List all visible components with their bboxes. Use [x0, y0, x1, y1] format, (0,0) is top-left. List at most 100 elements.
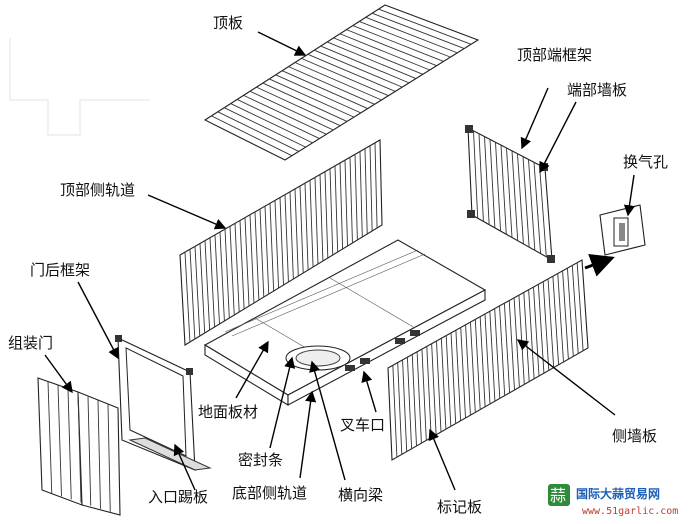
left-side-wall: [179, 139, 383, 346]
side-wall-panel-label: 侧墙板: [612, 427, 657, 445]
end-wall-corrugation: [506, 147, 513, 238]
marking-panel-label: 标记板: [437, 498, 482, 516]
top-side-rail-label: 顶部侧轨道: [60, 181, 135, 199]
side-wall-corrugation: [364, 148, 368, 235]
side-wall-corrugation: [279, 197, 284, 286]
roof-corrugation: [346, 29, 437, 67]
side-wall-corrugation: [314, 177, 319, 265]
roof-corrugation: [217, 111, 299, 152]
side-wall-corrugation: [259, 208, 265, 298]
side-wall-corrugation: [455, 330, 462, 421]
side-wall-corrugation: [499, 305, 506, 396]
watermark: 蒜 国际大蒜贸易网 www.51garlic.com: [548, 484, 678, 517]
side-wall-corrugation: [445, 335, 452, 427]
side-wall-corrugation: [199, 243, 206, 334]
roof-corrugation: [249, 90, 334, 131]
end-wall-corrugation: [500, 145, 507, 235]
door-corrugation: [87, 396, 92, 506]
side-wall-corrugation: [552, 276, 560, 365]
side-wall-corrugation: [397, 362, 403, 455]
side-wall-corrugation: [460, 327, 466, 419]
roof-corrugation: [230, 103, 313, 144]
door-assembly-label: 组装门: [8, 334, 53, 352]
roof-corrugation: [262, 82, 348, 122]
watermark-logo: [548, 484, 570, 506]
vent-hole-label: 换气孔: [623, 153, 668, 171]
side-wall-corrugation: [470, 322, 476, 413]
side-wall-corrugation: [440, 338, 447, 430]
side-wall-corrugation: [269, 203, 275, 292]
end-wall-corrugation: [484, 136, 490, 225]
roof-corrugation: [236, 99, 320, 139]
side-wall-corrugation: [533, 286, 540, 377]
cross-member-label: 横向梁: [338, 486, 383, 504]
end-wall-corrugation: [539, 165, 547, 257]
side-wall-corrugation: [309, 180, 314, 268]
roof-corrugation: [314, 49, 403, 88]
side-wall-corrugation: [264, 206, 270, 295]
side-wall-corrugation: [450, 332, 457, 424]
side-wall-corrugation: [411, 354, 417, 447]
roof-corrugation: [243, 94, 327, 135]
side-wall-corrugation: [494, 308, 501, 399]
side-wall-corrugation: [547, 278, 555, 368]
side-wall-corrugation: [239, 220, 245, 310]
door-corrugation: [107, 404, 111, 512]
side-wall-corrugation: [194, 246, 201, 337]
end-wall-corrugation: [517, 153, 524, 244]
side-wall-corrugation: [224, 229, 230, 319]
side-wall-corrugation: [528, 289, 535, 379]
side-wall-corrugation: [392, 365, 398, 458]
leader-lines: [44, 31, 635, 491]
roof-corrugation: [333, 37, 424, 75]
side-wall-corrugation: [219, 231, 225, 322]
side-wall-corrugation: [436, 340, 442, 433]
side-wall-corrugation: [359, 151, 363, 238]
side-wall-corrugation: [274, 200, 280, 289]
side-wall-corrugation: [474, 319, 481, 410]
end-wall-corrugation: [495, 142, 502, 232]
roof-corrugation: [288, 66, 375, 105]
roof-corrugation: [211, 115, 293, 157]
side-wall-corrugation: [374, 142, 378, 229]
side-wall-corrugation: [324, 171, 329, 259]
faint-frame: [9, 38, 150, 136]
floor-panel-label: 地面板材: [198, 403, 258, 421]
side-wall-corrugation: [249, 214, 255, 304]
end-wall-corrugation: [489, 139, 496, 228]
side-wall-corrugation: [284, 194, 289, 283]
top-end-frame-label: 顶部端框架: [517, 46, 592, 64]
vent-hole-detail: [584, 204, 646, 277]
roof-corrugation: [339, 33, 430, 71]
door-assembly: [37, 377, 121, 516]
side-wall-corrugation: [571, 265, 579, 354]
side-wall-corrugation: [508, 300, 515, 391]
door-corrugation: [97, 400, 101, 509]
watermark-url: www.51garlic.com: [582, 506, 678, 517]
end-wall-corrugation: [533, 162, 542, 254]
side-wall-corrugation: [421, 349, 427, 441]
side-wall-corrugation: [189, 249, 196, 340]
side-wall-corrugation: [214, 234, 220, 325]
watermark-site-name: 国际大蒜贸易网: [576, 486, 660, 501]
door-corrugation: [67, 389, 72, 500]
door-corrugation: [77, 392, 82, 503]
side-wall-corrugation: [465, 324, 471, 416]
roof-corrugation: [378, 8, 472, 45]
side-wall-corrugation: [339, 162, 344, 250]
side-wall-corrugation: [523, 292, 530, 382]
side-wall-corrugation: [209, 237, 215, 328]
side-wall-corrugation: [234, 223, 240, 313]
side-wall-corrugation: [329, 168, 334, 256]
end-wall-corrugation: [522, 156, 530, 248]
side-wall-corrugation: [304, 183, 309, 271]
bottom-side-rail-label: 底部侧轨道: [232, 484, 307, 502]
side-wall-corrugation: [289, 191, 294, 280]
end-wall-corrugation: [473, 130, 479, 219]
side-wall-corrugation: [489, 311, 496, 402]
roof-corrugation: [352, 25, 444, 62]
roof-panel: [203, 4, 480, 161]
roof-corrugation: [301, 57, 389, 97]
side-wall-corrugation: [354, 154, 358, 241]
floor-assembly: [203, 239, 487, 406]
